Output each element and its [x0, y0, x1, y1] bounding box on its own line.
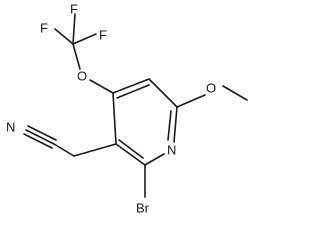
bond-triple-1: [25, 129, 55, 145]
atom-labels: F F F O O N N Br: [6, 2, 216, 216]
bond-c3-c4: [112, 92, 117, 145]
atom-br: Br: [136, 201, 150, 216]
bonds: [23, 13, 248, 198]
bond-c6-n: [173, 106, 178, 143]
bond-c4-c5: [112, 78, 150, 94]
atom-f1: F: [40, 21, 48, 36]
bond-c3-ch2: [73, 143, 117, 157]
bond-c-f1: [54, 28, 74, 45]
bond-c2-c3: [115, 143, 146, 166]
atom-f2: F: [70, 2, 78, 17]
bond-triple-3: [23, 133, 53, 149]
bond-c5-c6: [148, 78, 178, 108]
bond-c2-c3-double: [118, 139, 144, 159]
atom-o-trifluoromethoxy: O: [77, 69, 87, 84]
bond-o-ch3: [222, 85, 248, 101]
bond-c6-o: [176, 94, 206, 108]
bond-cf3-o: [72, 43, 81, 70]
molecule-diagram: F F F O O N N Br: [6, 2, 248, 216]
atom-o-methoxy: O: [206, 81, 216, 96]
bond-c6-n-double: [167, 110, 172, 141]
atom-n-nitrile: N: [6, 120, 15, 135]
bond-c-f3: [72, 33, 97, 45]
atom-n-pyridine: N: [167, 143, 176, 158]
bond-ch2-cn: [53, 143, 75, 157]
atom-f3: F: [99, 28, 107, 43]
bond-o-c4: [89, 79, 114, 94]
bond-c4-c5-double: [116, 84, 150, 99]
bond-c-f2: [72, 13, 76, 45]
bond-triple-2: [27, 125, 57, 141]
bond-n-c2: [144, 153, 165, 166]
